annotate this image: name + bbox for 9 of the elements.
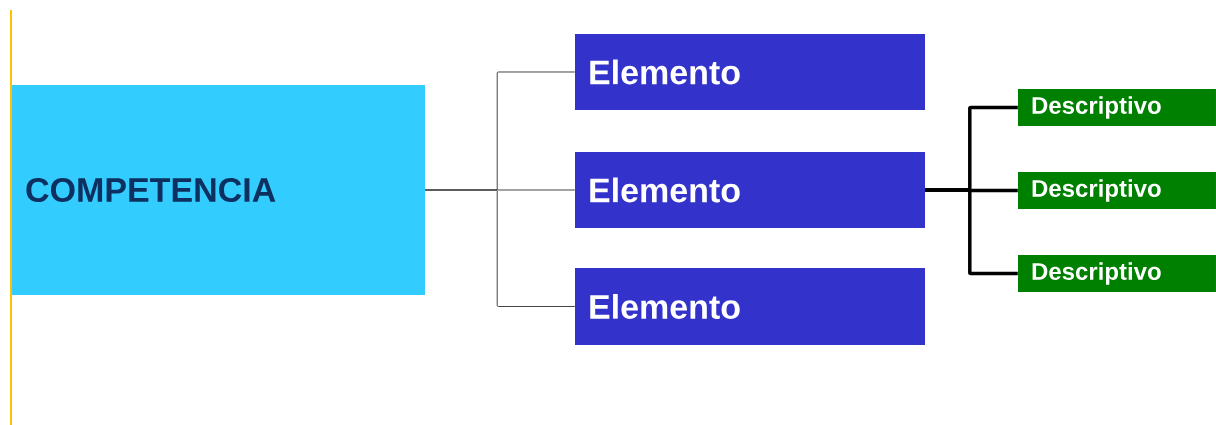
connector-line: [424, 189, 576, 307]
descriptor-box: Descriptivo: [1018, 172, 1216, 209]
connector-line: [925, 188, 1018, 276]
competence-box: COMPETENCIA: [12, 85, 425, 295]
element-box: Elemento: [575, 34, 925, 110]
element-box: Elemento: [575, 268, 925, 345]
element-box: Elemento: [575, 152, 925, 228]
descriptor-box: Descriptivo: [1018, 89, 1216, 126]
descriptor-box: Descriptivo: [1018, 255, 1216, 292]
